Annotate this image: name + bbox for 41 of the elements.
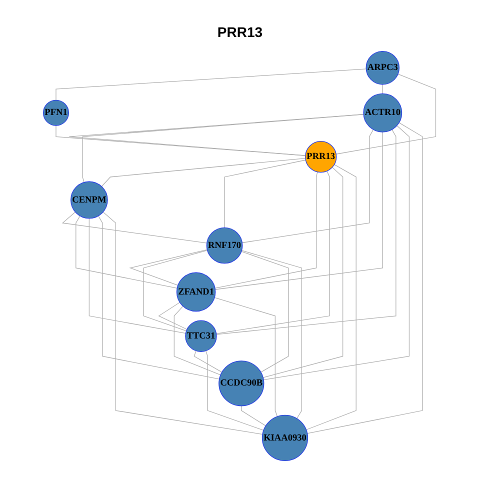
connector xyxy=(242,250,303,419)
node-circle: TTC31 xyxy=(186,320,218,352)
connector xyxy=(306,164,357,430)
connector xyxy=(307,122,424,434)
node-circle: ACTR10 xyxy=(364,93,403,132)
connector xyxy=(336,74,437,154)
connector xyxy=(215,172,318,288)
node-circle: ZFAND1 xyxy=(176,272,216,312)
connector xyxy=(62,212,208,244)
title: PRR13 xyxy=(216,23,264,42)
connector xyxy=(242,129,374,244)
connector xyxy=(242,251,290,372)
connector xyxy=(98,216,220,380)
connector xyxy=(56,68,367,100)
connector xyxy=(215,132,384,290)
connector xyxy=(216,170,330,334)
connector xyxy=(194,350,223,373)
connector xyxy=(76,216,178,288)
connector xyxy=(264,125,410,380)
node-circle: ARPC3 xyxy=(366,50,400,85)
connector xyxy=(130,249,208,286)
connector xyxy=(144,250,208,332)
connector xyxy=(206,350,264,431)
connector xyxy=(102,158,306,187)
connector xyxy=(216,129,397,335)
node-circle: KIAA0930 xyxy=(262,414,309,462)
connector xyxy=(89,218,186,334)
connector xyxy=(174,306,222,376)
node-circle: CENPM xyxy=(70,181,108,219)
connector xyxy=(56,125,306,156)
node-circle: PRR13 xyxy=(305,140,338,173)
node-circle: PFN1 xyxy=(43,100,70,126)
connector xyxy=(382,84,384,94)
connector xyxy=(242,406,267,426)
node-circle: CCDC90B xyxy=(219,360,265,406)
connector xyxy=(82,114,364,183)
node-circle: RNF170 xyxy=(206,227,244,264)
connector xyxy=(224,160,306,228)
connector xyxy=(103,212,264,435)
connector xyxy=(263,166,344,378)
connector xyxy=(214,297,278,417)
